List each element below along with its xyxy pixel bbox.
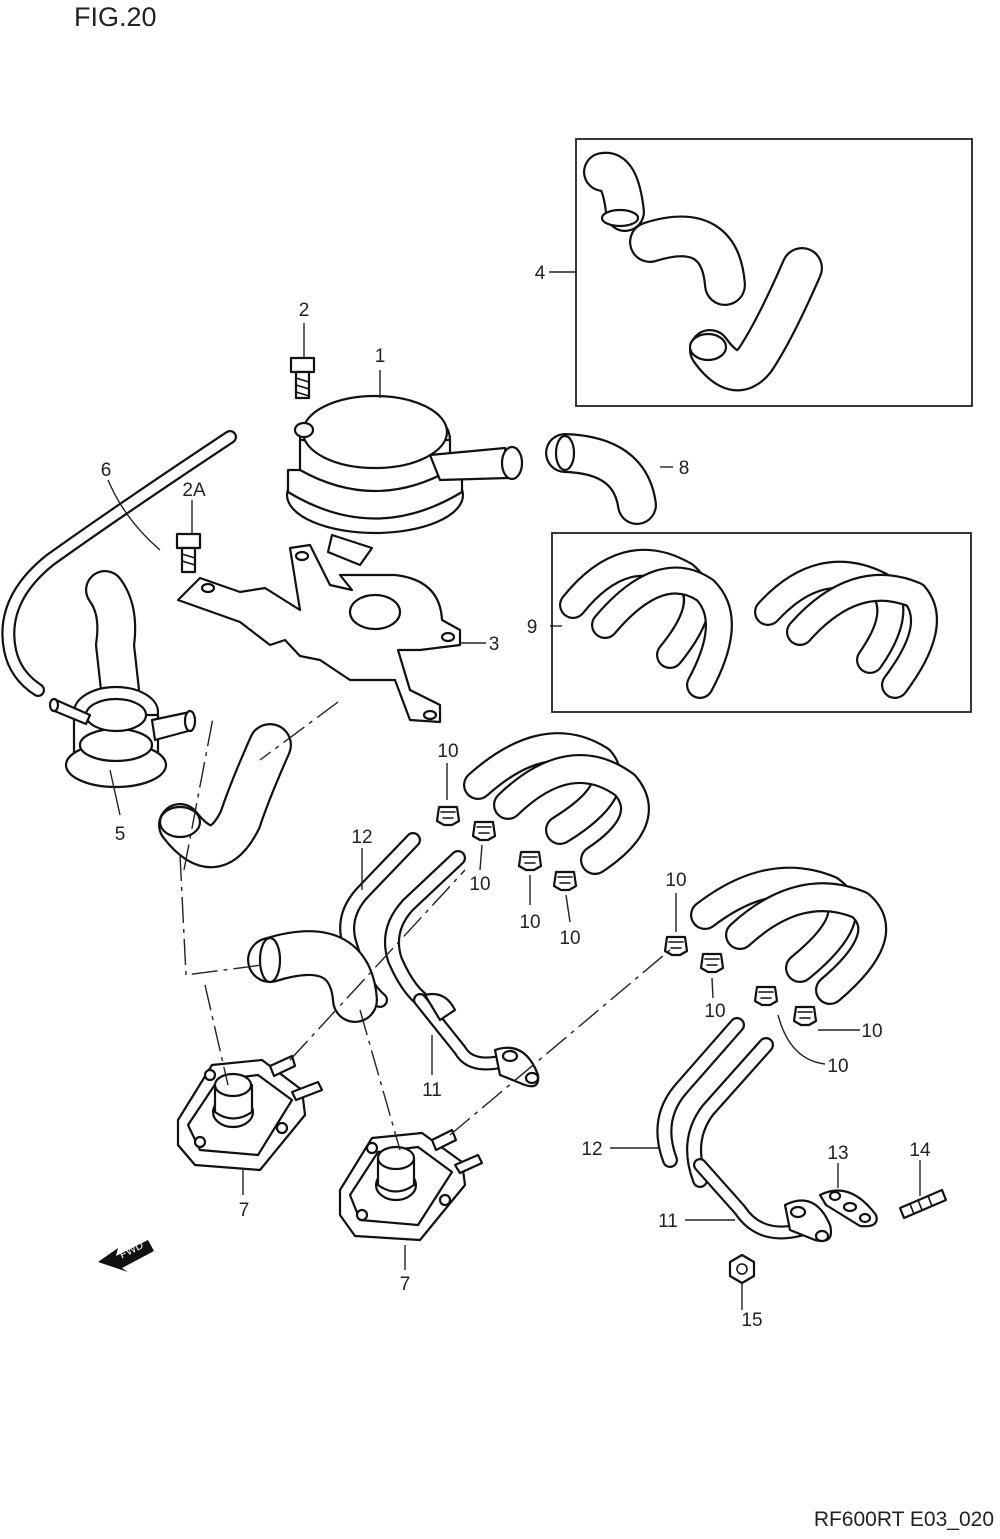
callout-10: 10 [665,870,686,891]
part-7-reed-valve-right [338,1128,484,1242]
part-11-pipe-lower [693,1158,833,1243]
callout-10: 10 [559,928,580,949]
leader-lines [107,271,921,1310]
callout-10: 10 [437,741,458,762]
part-14-stud [898,1188,948,1220]
callout-10: 10 [704,1001,725,1022]
callout-10: 10 [519,912,540,933]
u-hose-lower [690,866,888,1005]
callout-14: 14 [909,1140,931,1161]
part-6-long-hose [1,430,237,697]
part-1-valve-housing [285,394,524,567]
callout-15: 15 [741,1310,762,1331]
callout-2a: 2A [182,480,206,501]
callout-4: 4 [535,263,546,284]
callout-2: 2 [299,300,310,321]
part-15-nut [728,1253,756,1285]
figure-code: RF600RT E03_020 [813,1508,994,1531]
assembly-lines [179,701,671,1151]
callout-10: 10 [469,874,490,895]
callout-11: 11 [422,1080,442,1101]
callout-12: 12 [351,827,372,848]
part-11-pipe-upper [413,992,540,1088]
callout-11: 11 [658,1211,678,1232]
callout-6: 6 [101,460,112,481]
callout-9: 9 [527,617,538,638]
part-2a-bolt [175,532,202,574]
callout-5: 5 [115,824,126,845]
part-13-gasket [818,1189,878,1228]
part-5-control-valve [48,570,292,869]
callout-10: 10 [861,1021,882,1042]
callout-10: 10 [827,1056,848,1077]
part-7-reed-valve-left [176,1054,324,1172]
part-2-bolt [289,356,316,400]
u-hose-upper [463,732,650,875]
fwd-arrow-icon: FWD [98,1239,154,1272]
part-9-hose-kit-box [551,532,972,713]
part-4-hose-kit-box [575,138,973,407]
part-12-pipe-lower [656,1017,774,1188]
elbow-hose-center [247,930,378,1023]
figure-title: FIG.20 [74,2,157,32]
callout-8: 8 [679,458,690,479]
callout-13: 13 [827,1143,848,1164]
part-3-bracket [176,543,462,724]
part-8-elbow-hose [545,433,657,525]
callout-7-left: 7 [239,1200,250,1221]
callout-labels: 1 2 2A 3 4 5 6 7 7 8 9 10 10 10 10 10 10… [101,263,931,1331]
callout-3: 3 [489,634,500,655]
callout-12: 12 [581,1139,602,1160]
callout-7-right: 7 [400,1274,411,1295]
callout-1: 1 [375,346,386,367]
